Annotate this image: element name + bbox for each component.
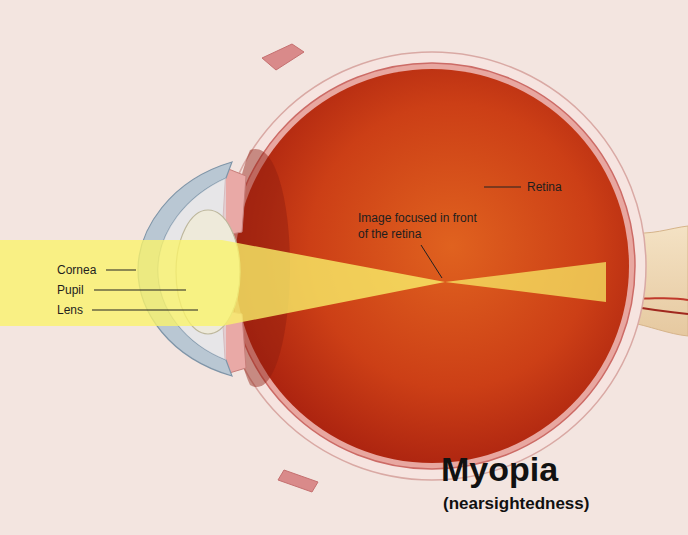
muscle xyxy=(262,44,304,70)
leader-line xyxy=(421,245,442,278)
part-label: Pupil xyxy=(57,282,84,298)
light-beam xyxy=(445,262,606,302)
leader-line xyxy=(484,187,521,188)
diagram-title: Myopia xyxy=(441,450,558,489)
part-label: Cornea xyxy=(57,262,96,278)
leader-line xyxy=(94,290,186,291)
leader-line xyxy=(92,310,198,311)
light-beam xyxy=(0,240,445,326)
callout-note: Image focused in front of the retina xyxy=(358,210,480,242)
muscle xyxy=(278,470,318,492)
diagram-subtitle: (nearsightedness) xyxy=(443,494,589,514)
leader-line xyxy=(106,270,136,271)
part-label: Lens xyxy=(57,302,83,318)
part-label: Retina xyxy=(527,179,562,195)
